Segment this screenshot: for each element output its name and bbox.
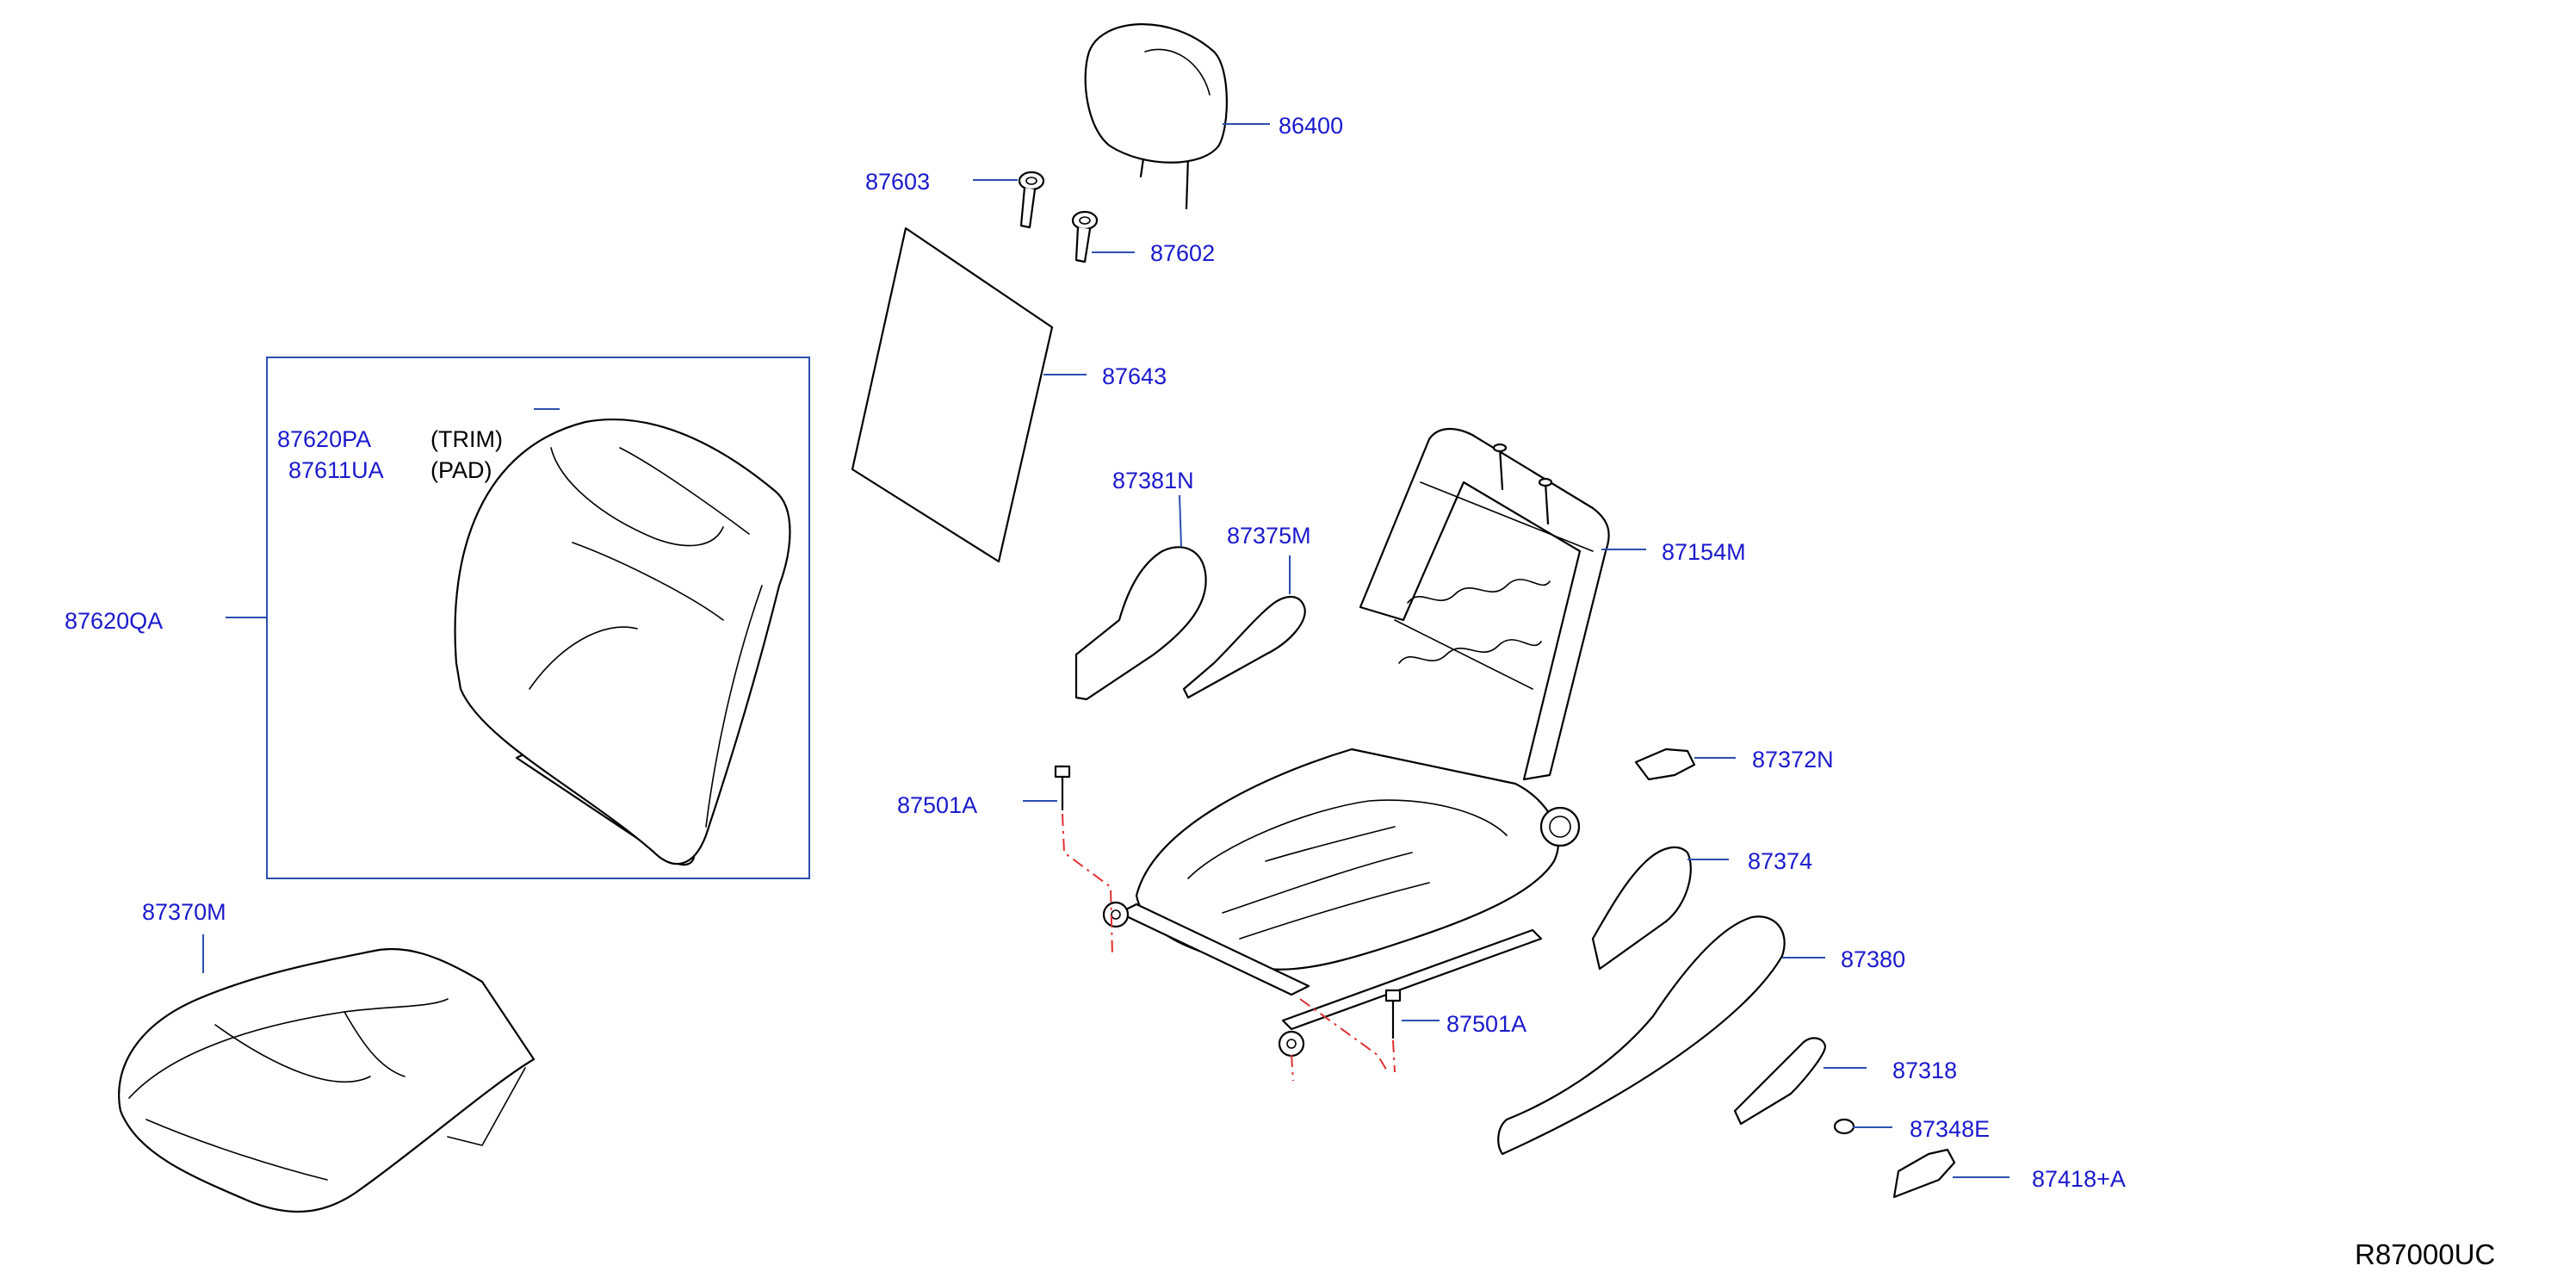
label-87501a-bottom: 87501A [1446,1011,1526,1037]
installation-lines [1062,813,1396,1082]
label-87374: 87374 [1748,848,1812,874]
headrest-guide-87602 [1071,210,1099,264]
recliner-cover-87381n [1074,546,1207,701]
label-87318: 87318 [1892,1058,1957,1083]
note-labels: (TRIM) (PAD) R87000UC [430,426,2495,1270]
label-87381n: 87381N [1112,468,1194,493]
side-cover-87380 [1497,915,1786,1156]
label-87418a: 87418+A [2032,1166,2126,1192]
label-87602: 87602 [1150,240,1215,266]
label-87348e: 87348E [1910,1116,1990,1142]
label-87611ua: 87611UA [288,457,384,483]
label-87620pa: 87620PA [277,426,371,452]
label-87643: 87643 [1102,363,1167,389]
headrest-part [1084,23,1228,210]
knob-87318 [1733,1037,1827,1126]
bracket-87375m [1182,596,1306,699]
diagram-code: R87000UC [2355,1238,2495,1270]
bolt-87501a-top [1054,765,1071,811]
lever-87418a [1892,1148,1956,1199]
cap-87348e [1833,1118,1855,1135]
clip-87372n [1634,748,1696,781]
label-trim: (TRIM) [430,426,503,452]
callout-labels: 86400 87603 87602 87643 87620PA 87611UA … [65,113,2126,1192]
seat-cushion-part [118,947,536,1213]
label-87370m: 87370M [142,899,226,925]
bracket-87374 [1591,846,1692,971]
label-87603: 87603 [865,169,930,195]
leader-lines [202,123,2009,1178]
seat-back-trim [454,418,791,866]
label-87372n: 87372N [1752,747,1834,772]
bolt-87501a-bottom [1384,989,1402,1039]
label-86400: 86400 [1279,113,1343,139]
headrest-guide-87603 [1018,171,1045,229]
label-pad: (PAD) [430,457,492,483]
label-87620qa: 87620QA [65,608,163,634]
label-87154m: 87154M [1662,539,1746,565]
label-87501a-top: 87501A [897,792,977,818]
seat-frame-part [1102,428,1610,1058]
label-87380: 87380 [1841,946,1905,972]
back-board-part [851,226,1054,563]
label-87375m: 87375M [1227,523,1311,549]
